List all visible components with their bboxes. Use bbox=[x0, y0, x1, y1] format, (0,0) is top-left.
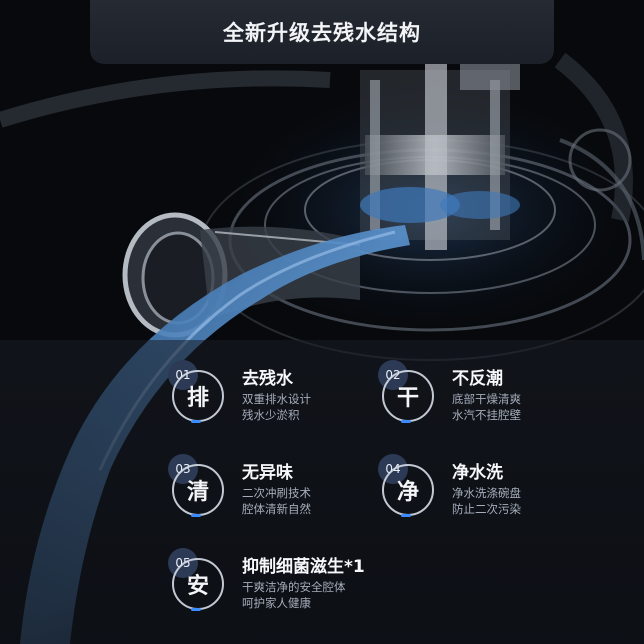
title-bar: 全新升级去残水结构 bbox=[90, 0, 554, 64]
feature-glyph: 清 bbox=[172, 464, 224, 516]
accent-mark bbox=[401, 514, 411, 517]
feature-desc-line: 呵护家人健康 bbox=[242, 596, 311, 610]
feature-title: 不反潮 bbox=[452, 369, 503, 389]
feature-item-drain: 01 排 去残水 双重排水设计 残水少淤积 bbox=[168, 360, 368, 436]
page-title: 全新升级去残水结构 bbox=[223, 21, 421, 45]
feature-desc-line: 残水少淤积 bbox=[242, 408, 300, 422]
feature-title: 净水洗 bbox=[452, 463, 503, 483]
feature-item-dry: 02 干 不反潮 底部干燥清爽 水汽不挂腔壁 bbox=[378, 360, 598, 436]
feature-desc-line: 防止二次污染 bbox=[452, 502, 521, 516]
accent-mark bbox=[191, 514, 201, 517]
feature-item-antibacterial: 05 安 抑制细菌滋生*1 干爽洁净的安全腔体 呵护家人健康 bbox=[168, 548, 428, 624]
feature-desc-line: 水汽不挂腔壁 bbox=[452, 408, 521, 422]
feature-desc-line: 净水洗涤碗盘 bbox=[452, 486, 521, 500]
feature-desc-line: 底部干燥清爽 bbox=[452, 392, 521, 406]
feature-item-clean-water: 04 净 净水洗 净水洗涤碗盘 防止二次污染 bbox=[378, 454, 598, 530]
feature-desc-line: 双重排水设计 bbox=[242, 392, 311, 406]
feature-item-odor: 03 清 无异味 二次冲刷技术 腔体清新自然 bbox=[168, 454, 368, 530]
accent-mark bbox=[401, 420, 411, 423]
features-panel bbox=[0, 340, 644, 644]
feature-glyph: 安 bbox=[172, 558, 224, 610]
feature-glyph: 排 bbox=[172, 370, 224, 422]
accent-mark bbox=[191, 608, 201, 611]
feature-desc-line: 干爽洁净的安全腔体 bbox=[242, 580, 346, 594]
feature-title: 抑制细菌滋生*1 bbox=[242, 557, 365, 577]
feature-desc-line: 二次冲刷技术 bbox=[242, 486, 311, 500]
feature-title: 无异味 bbox=[242, 463, 293, 483]
feature-desc-line: 腔体清新自然 bbox=[242, 502, 311, 516]
feature-glyph: 净 bbox=[382, 464, 434, 516]
feature-title: 去残水 bbox=[242, 369, 293, 389]
feature-glyph: 干 bbox=[382, 370, 434, 422]
accent-mark bbox=[191, 420, 201, 423]
